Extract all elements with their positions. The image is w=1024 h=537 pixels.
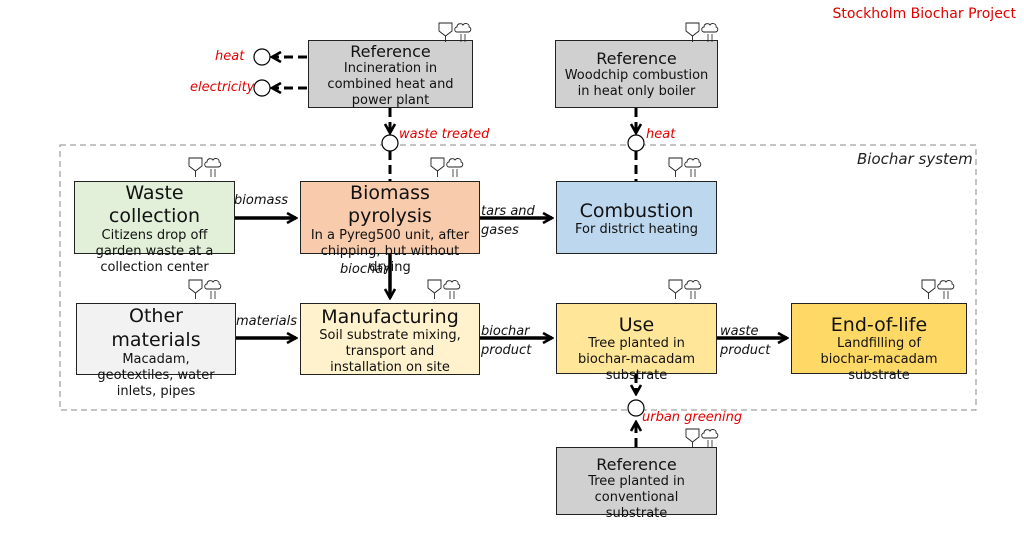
node-desc: Landfilling of biochar-macadam substrate (820, 336, 938, 383)
flow-label-biomass: biomass (234, 193, 288, 208)
node-title: Reference (596, 49, 677, 68)
emission-cloud-icon (937, 280, 955, 299)
io-icons-ref-tree (685, 428, 719, 448)
node-title: Reference (350, 42, 431, 61)
io-icons-other-materials (188, 279, 222, 299)
node-desc: Soil substrate mixing, transport and ins… (319, 328, 461, 375)
node-desc: Tree planted in conventional substrate (588, 474, 685, 521)
resource-input-icon (668, 279, 683, 299)
node-combustion: Combustion For district heating (556, 181, 717, 254)
node-title: Biomass pyrolysis (348, 182, 432, 227)
emission-cloud-icon (204, 280, 222, 299)
io-icons-use (668, 279, 702, 299)
avoided-heat-2-node (627, 134, 645, 152)
node-desc: Woodchip combustion in heat only boiler (564, 68, 709, 99)
node-desc: For district heating (575, 222, 698, 237)
avoided-label-heat: heat (215, 49, 245, 64)
node-manufacturing: Manufacturing Soil substrate mixing, tra… (300, 303, 480, 375)
node-other-materials: Other materials Macadam, geotextiles, wa… (76, 303, 236, 399)
emission-cloud-icon (701, 23, 719, 42)
resource-input-icon (188, 157, 203, 177)
io-icons-ref-woodchip (685, 22, 719, 42)
node-title: Manufacturing (321, 306, 459, 328)
flow-label-waste-product: waste product (720, 324, 771, 358)
io-icons-combustion (668, 157, 702, 177)
node-title: Reference (596, 455, 677, 474)
node-title: Use (618, 314, 655, 336)
node-desc: Incineration in combined heat and power … (327, 61, 454, 108)
project-title: Stockholm Biochar Project (832, 6, 1016, 22)
flow-label-biochar: biochar (340, 262, 389, 277)
io-icons-end-of-life (921, 279, 955, 299)
emission-cloud-icon (454, 23, 472, 42)
emission-cloud-icon (684, 158, 702, 177)
io-icons-manufacturing (427, 279, 461, 299)
node-title: Combustion (579, 200, 694, 222)
io-icons-waste-collection (188, 157, 222, 177)
urban-greening-node (627, 399, 645, 417)
flow-label-materials: materials (236, 314, 298, 329)
avoided-label-heat-2: heat (646, 127, 676, 142)
avoided-heat-node (253, 48, 271, 66)
avoided-label-urban-greening: urban greening (642, 410, 743, 425)
node-desc: In a Pyreg500 unit, after chipping, but … (310, 228, 470, 275)
resource-input-icon (438, 22, 453, 42)
resource-input-icon (685, 22, 700, 42)
io-icons-ref-incineration (438, 22, 472, 42)
node-title: End-of-life (830, 314, 928, 336)
flow-label-biochar-product: biochar product (481, 324, 532, 358)
node-end-of-life: End-of-life Landfilling of biochar-macad… (791, 303, 967, 383)
resource-input-icon (430, 157, 445, 177)
node-ref-tree: Reference Tree planted in conventional s… (556, 447, 717, 521)
node-title: Other materials (111, 305, 201, 351)
avoided-label-electricity: electricity (190, 80, 255, 95)
node-ref-woodchip: Reference Woodchip combustion in heat on… (555, 40, 718, 108)
emission-cloud-icon (204, 158, 222, 177)
waste-treated-node (381, 134, 399, 152)
node-desc: Citizens drop off garden waste at a coll… (95, 228, 214, 275)
resource-input-icon (685, 428, 700, 448)
avoided-electricity-node (253, 79, 271, 97)
avoided-label-waste-treated: waste treated (399, 127, 490, 142)
node-biomass-pyrolysis: Biomass pyrolysis In a Pyreg500 unit, af… (300, 181, 480, 275)
node-use: Use Tree planted in biochar-macadam subs… (556, 303, 717, 383)
node-desc: Tree planted in biochar-macadam substrat… (578, 336, 695, 383)
emission-cloud-icon (446, 158, 464, 177)
io-icons-pyrolysis (430, 157, 464, 177)
node-desc: Macadam, geotextiles, water inlets, pipe… (97, 352, 215, 399)
resource-input-icon (427, 279, 442, 299)
emission-cloud-icon (684, 280, 702, 299)
resource-input-icon (921, 279, 936, 299)
node-ref-incineration: Reference Incineration in combined heat … (308, 40, 473, 108)
node-waste-collection: Waste collection Citizens drop off garde… (74, 181, 235, 275)
resource-input-icon (188, 279, 203, 299)
emission-cloud-icon (443, 280, 461, 299)
flow-label-tars-gases: tars and gases (481, 204, 535, 238)
resource-input-icon (668, 157, 683, 177)
emission-cloud-icon (701, 429, 719, 448)
system-boundary-label: Biochar system (857, 150, 973, 168)
node-title: Waste collection (108, 182, 201, 227)
